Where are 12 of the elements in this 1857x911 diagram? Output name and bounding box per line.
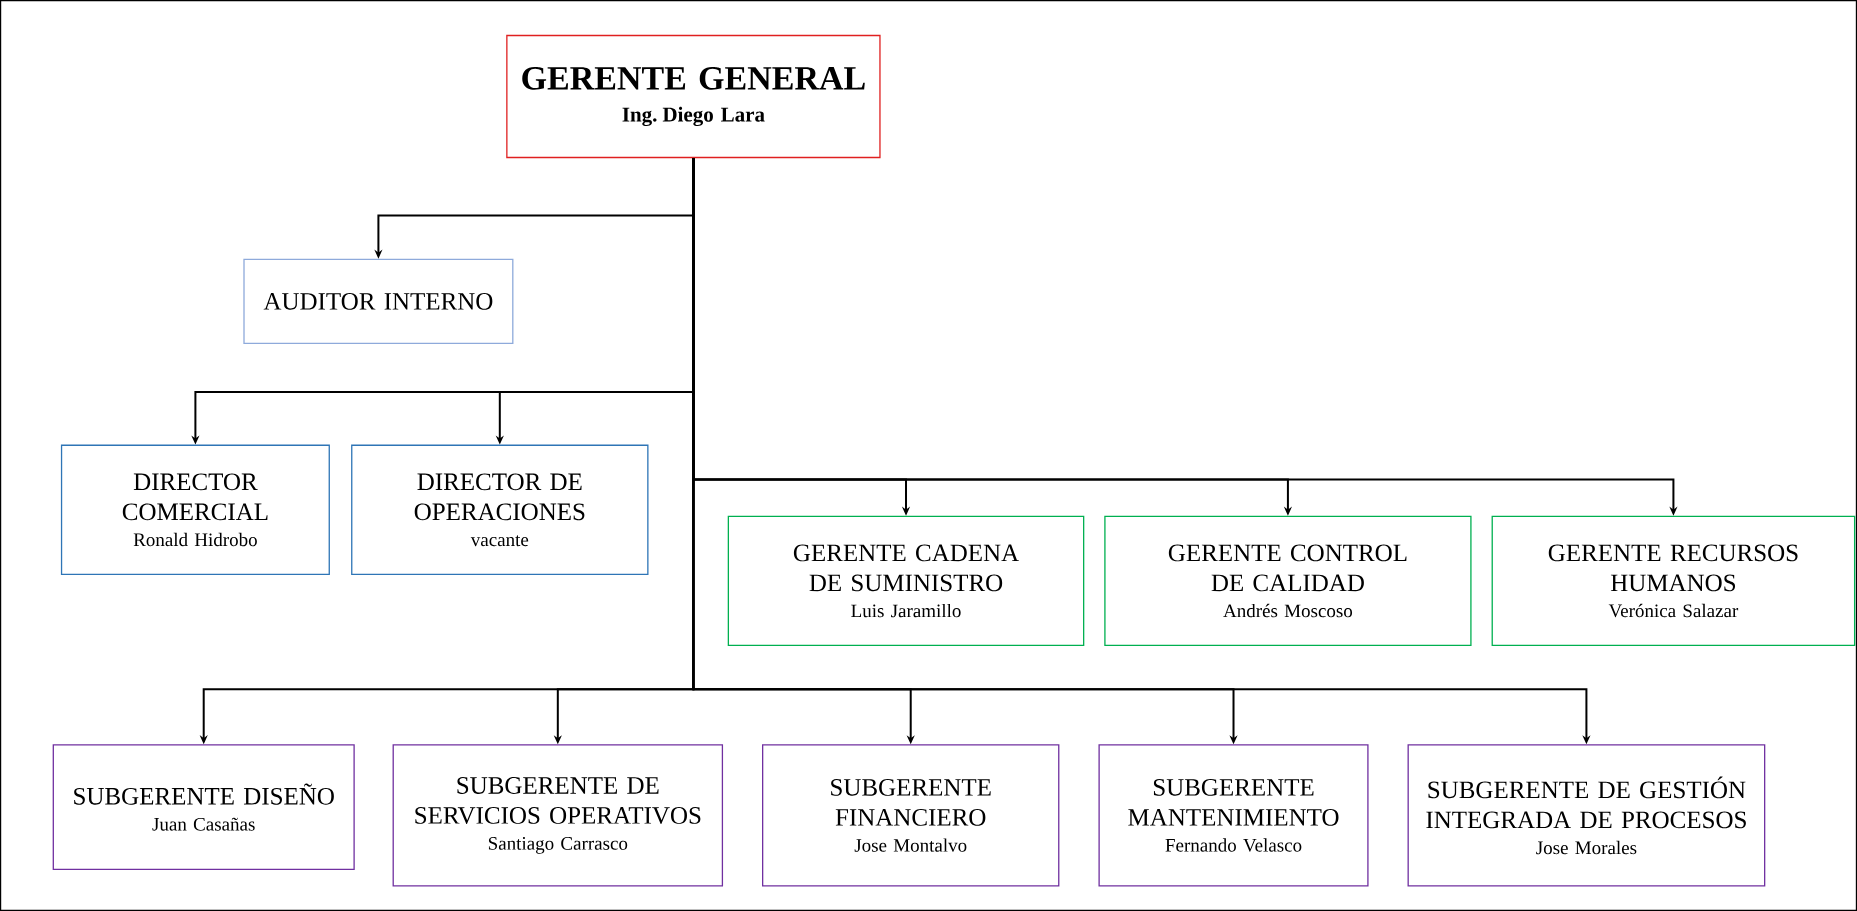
position-box: GERENTE CADENA DE SUMINISTRO Luis Jaramillo (727, 515, 1085, 647)
position-box: SUBGERENTE DISEÑO Juan Casañas (52, 744, 355, 870)
title-box: GERENTE GENERAL Ing. Diego Lara (506, 34, 881, 159)
position-box: DIRECTOR COMERCIAL Ronald Hidrobo (60, 444, 330, 575)
position-box: SUBGERENTE DE SERVICIOS OPERATIVOS Santiago Carrasco (392, 744, 724, 887)
position-box: GERENTE RECURSOS HUMANOS Verónica Salazar (1491, 515, 1856, 647)
position-box: SUBGERENTE DE GESTIÓN INTEGRADA DE PROCESOS Jose Morales (1407, 744, 1766, 887)
position-box: SUBGERENTE FINANCIERO Jose Montalvo (762, 744, 1060, 887)
position-box: AUDITOR INTERNO (243, 258, 514, 345)
position-box: SUBGERENTE MANTENIMIENTO Fernando Velasco (1098, 744, 1369, 887)
position-box: GERENTE CONTROL DE CALIDAD Andrés Moscoso (1104, 515, 1472, 647)
position-box: DIRECTOR DE OPERACIONES vacante (351, 444, 649, 575)
